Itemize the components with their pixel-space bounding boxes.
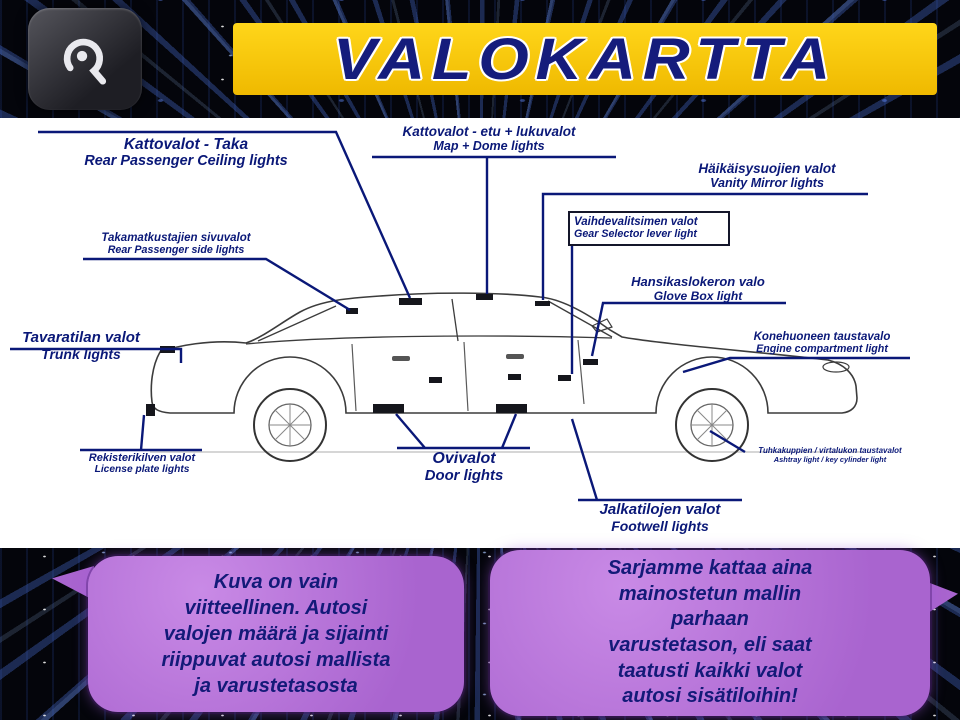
label-gear-selector-fi: Vaihdevalitsimen valot <box>574 216 698 228</box>
label-rear-side: Takamatkustajien sivuvalot Rear Passenge… <box>78 232 274 257</box>
label-map-dome-en: Map + Dome lights <box>433 139 545 154</box>
label-trunk-fi: Tavaratilan valot <box>22 329 140 346</box>
label-glove-box-fi: Hansikaslokeron valo <box>631 274 765 289</box>
label-license-plate-fi: Rekisterikilven valot <box>88 452 196 464</box>
label-engine-compartment: Konehuoneen taustavalo Engine compartmen… <box>726 331 918 356</box>
label-engine-compartment-fi: Konehuoneen taustavalo <box>753 331 891 343</box>
label-ceiling-rear-en: Rear Passenger Ceiling lights <box>84 153 288 170</box>
label-glove-box-en: Glove Box light <box>653 288 743 303</box>
label-rear-side-en: Rear Passenger side lights <box>107 243 245 256</box>
label-engine-compartment-en: Engine compartment light <box>756 342 888 355</box>
label-ashtray-key: Tuhkakuppien / virtalukon taustavalot As… <box>738 446 922 464</box>
label-footwell: Jalkatilojen valot Footwell lights <box>572 501 748 534</box>
label-vanity-mirror: Häikäisysuojien valot Vanity Mirror ligh… <box>658 161 876 190</box>
label-ceiling-rear: Kattovalot - Taka Rear Passenger Ceiling… <box>30 136 342 170</box>
promo-text: Sarjamme kattaa aina mainostetun mallin … <box>607 557 813 708</box>
label-door-lights-en: Door lights <box>424 467 504 484</box>
label-gear-selector: Vaihdevalitsimen valot Gear Selector lev… <box>568 211 730 246</box>
label-glove-box: Hansikaslokeron valo Glove Box light <box>600 274 796 303</box>
label-trunk: Tavaratilan valot Trunk lights <box>6 329 156 362</box>
page-title: VALOKARTTA <box>333 26 837 92</box>
title-banner: VALOKARTTA <box>233 23 937 95</box>
label-rear-side-fi: Takamatkustajien sivuvalot <box>101 232 251 244</box>
label-map-dome: Kattovalot - etu + lukuvalot Map + Dome … <box>358 124 620 153</box>
label-ashtray-key-en: Ashtray light / key cylinder light <box>773 454 887 464</box>
label-footwell-fi: Jalkatilojen valot <box>599 501 721 518</box>
promo-bubble: Sarjamme kattaa aina mainostetun mallin … <box>490 550 930 716</box>
label-vanity-mirror-fi: Häikäisysuojien valot <box>698 161 836 176</box>
label-footwell-en: Footwell lights <box>611 517 709 534</box>
label-license-plate-en: License plate lights <box>94 464 190 476</box>
label-gear-selector-en: Gear Selector lever light <box>574 227 697 240</box>
label-vanity-mirror-en: Vanity Mirror lights <box>710 176 824 191</box>
brand-logo <box>28 8 142 110</box>
label-ashtray-key-fi: Tuhkakuppien / virtalukon taustavalot <box>758 446 902 455</box>
label-license-plate: Rekisterikilven valot License plate ligh… <box>76 452 208 476</box>
label-door-lights: Ovivalot Door lights <box>393 450 535 485</box>
disclaimer-bubble: Kuva on vain viitteellinen. Autosi valoj… <box>88 556 464 712</box>
disclaimer-text: Kuva on vain viitteellinen. Autosi valoj… <box>161 571 391 697</box>
label-door-lights-fi: Ovivalot <box>432 450 496 467</box>
label-ceiling-rear-fi: Kattovalot - Taka <box>123 136 249 153</box>
label-trunk-en: Trunk lights <box>41 345 121 362</box>
label-map-dome-fi: Kattovalot - etu + lukuvalot <box>402 124 576 139</box>
brand-logo-icon <box>63 38 107 85</box>
